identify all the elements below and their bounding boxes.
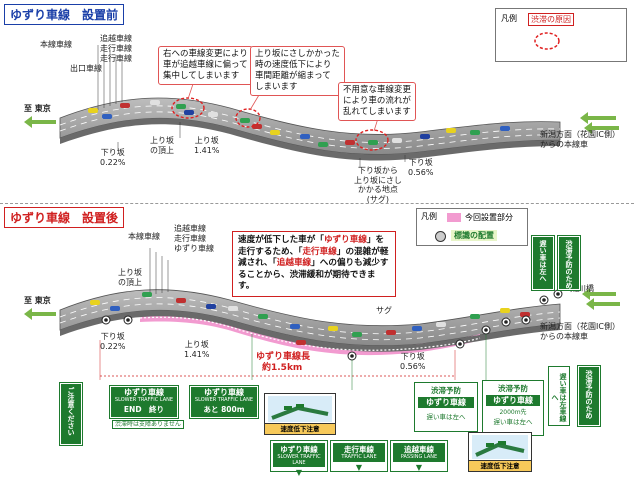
after-grade-down-1: 下り坂 0.22% (100, 332, 126, 351)
cause-circle-2 (235, 108, 261, 128)
sign-prevent-2: 渋滞予防 ゆずり車線 2000m先 遅い車は左へ (482, 380, 544, 436)
after-legend-new: 今回設置部分 (465, 213, 513, 222)
sign-end-note: 渋滞時は支障ありません (112, 420, 184, 430)
sign-speed-warning-1: 速度低下注意 (264, 393, 336, 435)
sign-yield-ahead: ゆずり車線 SLOWER TRAFFIC LANE あと 800m (190, 386, 258, 418)
before-callout-3: 不用意な車線変更 により車の流れが 乱れてしまいます (338, 82, 417, 122)
warning-band-2: 速度低下注意 (469, 460, 531, 471)
sign-lane-yield: ゆずり車線 SLOWER TRAFFIC LANE ▼ (270, 440, 328, 477)
sign-speed-warning-2: 速度低下注意 (468, 432, 532, 472)
sign-lane-travel: 走行車線 TRAFFIC LANE ▼ (330, 440, 388, 472)
legend-title: 凡例 (501, 14, 517, 23)
before-road (24, 45, 619, 168)
sign-marker-dots (101, 289, 563, 361)
after-callout: 速度が低下した車が「ゆずり車線」を走行するため、「走行車線」の混雑が軽減され、「… (232, 231, 396, 297)
sign-yield-end: ゆずり車線 SLOWER TRAFFIC LANE END 終り (110, 386, 178, 418)
sign-lane-passing: 追越車線 PASSING LANE ▼ (390, 440, 448, 472)
after-lane-travel: 走行車線 (174, 234, 206, 243)
before-callout-2: 上り坂にさしかかった 時の速度低下により 車間距離が縮まって しまいます (250, 46, 345, 97)
before-callout-1: 右への車線変更により 車が追越車線に偏って 集中してしまいます (158, 46, 253, 86)
before-grade-up: 上り坂 1.41% (194, 136, 220, 155)
after-grade-up: 上り坂 1.41% (184, 340, 210, 359)
after-legend-title: 凡例 (421, 212, 437, 221)
after-road (24, 248, 620, 390)
sign-v-slow-left: 遅い車は左へ (532, 236, 554, 290)
legend-cause-circle-icon (534, 32, 560, 50)
after-grade-up-top: 上り坂 の頂上 (118, 268, 142, 287)
warning-car-icon (268, 396, 332, 422)
before-to-tokyo: 至 東京 (24, 104, 51, 113)
after-to-tokyo: 至 東京 (24, 296, 51, 305)
after-grade-down-2: 下り坂 0.56% (400, 352, 426, 371)
before-lane-exit: 出口車線 (70, 64, 102, 73)
after-sag: サグ (376, 306, 392, 315)
sign-gochui-vertical: ご注意ください (60, 383, 82, 445)
yield-length-label: ゆずり車線長 (256, 352, 311, 362)
before-lane-passing: 追越車線 (100, 34, 132, 43)
after-legend-signs: 標識の配置 (451, 230, 497, 241)
down-arrow-icon: ▼ (295, 468, 303, 477)
after-from-niigata: 新潟方面（花園IC側） からの本線車 (540, 322, 620, 341)
after-title: ゆずり車線 設置後 (4, 207, 125, 228)
sign-prevent-1: 渋滞予防 ゆずり車線 遅い車は左へ (414, 382, 478, 432)
before-grade-down-2: 下り坂 0.56% (408, 158, 434, 177)
before-cars (88, 100, 510, 147)
before-sag: 下り坂から 上り坂にさし かかる地点 (サグ) (354, 166, 402, 204)
down-arrow-icon: ▼ (415, 462, 423, 472)
warning-band-1: 速度低下注意 (265, 423, 335, 434)
warning-car-icon (472, 435, 528, 459)
before-lane-travel: 走行車線 (100, 44, 132, 53)
before-grade-down-1: 下り坂 0.22% (100, 148, 126, 167)
before-from-niigata: 新潟方面（花園IC側） からの本線車 (540, 130, 620, 149)
after-lane-yield: ゆずり車線 (174, 244, 214, 253)
before-title: ゆずり車線 設置前 (4, 4, 125, 25)
after-lane-passing: 追越車線 (174, 224, 206, 233)
after-cars (90, 292, 530, 345)
after-legend: 凡例 今回設置部分 標識の配置 (416, 208, 528, 246)
after-lane-main: 本線車線 (128, 232, 160, 241)
sign-v-prevent2: 渋滞予防のため (578, 366, 600, 426)
legend-sign-dot-icon (435, 231, 446, 242)
sign-v-slow-left2: 遅い車は左車線へ (548, 366, 570, 426)
before-grade-up-top: 上り坂 の頂上 (150, 136, 174, 155)
before-legend: 凡例 渋滞の原因 (495, 8, 627, 62)
down-arrow-icon: ▼ (355, 462, 363, 472)
yield-length-value: 約1.5km (262, 363, 303, 373)
before-lane-departure: 走行車線 (100, 54, 132, 63)
legend-cause-label: 渋滞の原因 (528, 13, 574, 26)
before-lane-main: 本線車線 (40, 40, 72, 49)
after-arakawa: 荒川橋 (570, 284, 594, 293)
section-divider (0, 203, 634, 204)
cause-circle-3 (355, 129, 389, 151)
legend-pink-swatch (447, 213, 461, 222)
sign-v-prevent: 渋滞予防のため (558, 236, 580, 290)
